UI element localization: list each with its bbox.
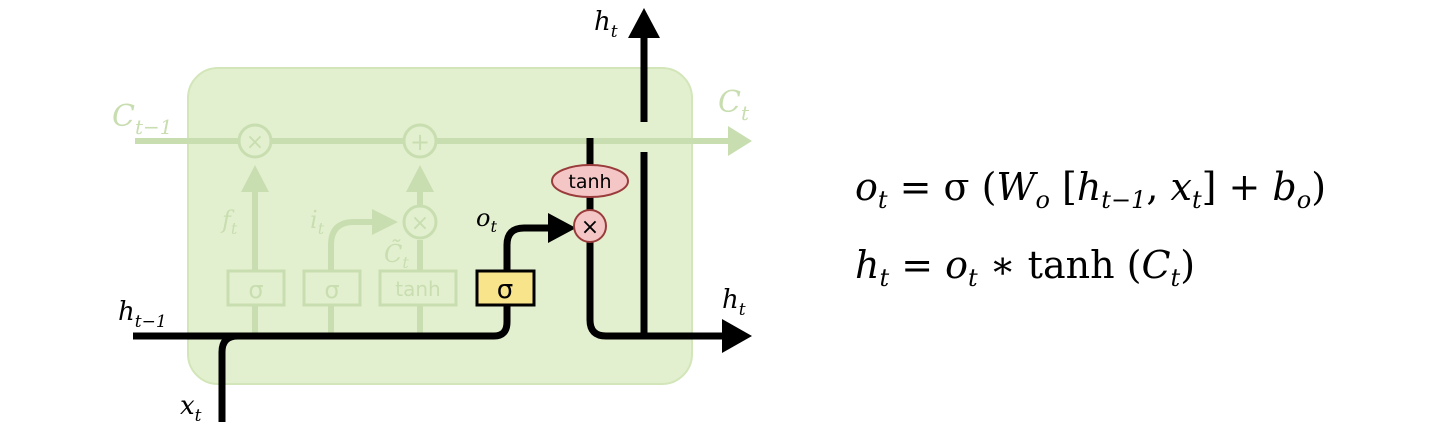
output-tanh-op: tanh — [551, 164, 629, 198]
o-t-path — [503, 213, 576, 271]
equation-hidden-state: ht = ot ∗ tanh (Ct) — [855, 243, 1195, 292]
svg-text:tanh: tanh — [568, 171, 611, 193]
label-c-next: Ct — [718, 85, 750, 125]
faded-forget-path — [241, 165, 269, 335]
svg-text:σ: σ — [324, 276, 339, 304]
svg-text:σ: σ — [497, 275, 513, 305]
svg-text:×: × — [411, 211, 429, 236]
svg-text:tanh: tanh — [395, 277, 440, 301]
svg-text:σ: σ — [248, 276, 263, 304]
faded-forget-sigma-box: σ — [226, 269, 286, 307]
svg-text:+: + — [410, 128, 430, 156]
output-sigma-box: σ — [475, 269, 536, 307]
faded-add-op: + — [402, 123, 438, 159]
faded-input-path — [328, 209, 398, 335]
h-t-up-path — [628, 8, 660, 336]
faded-candidate-tanh-box: tanh — [378, 269, 458, 307]
input-paths — [133, 305, 511, 422]
faded-multiply-op-2: × — [402, 204, 438, 240]
svg-text:×: × — [246, 130, 264, 155]
label-o-t: ot — [476, 204, 497, 236]
label-x-t: xt — [180, 391, 202, 426]
label-c-tilde: C̃t — [384, 240, 409, 272]
output-multiply-op: × — [573, 209, 607, 243]
svg-text:×: × — [581, 215, 599, 240]
equation-output-gate: ot = σ (Wo [ht−1, xt] + bo) — [855, 165, 1326, 214]
label-h-right: ht — [722, 285, 746, 320]
label-h-top: ht — [594, 7, 618, 42]
h-t-output-path — [586, 242, 752, 353]
label-c-prev: Ct−1 — [112, 99, 173, 139]
label-h-prev: ht−1 — [118, 297, 167, 332]
label-i-t: it — [310, 206, 325, 238]
faded-multiply-op-1: × — [237, 123, 273, 159]
faded-input-sigma-box: σ — [302, 269, 362, 307]
